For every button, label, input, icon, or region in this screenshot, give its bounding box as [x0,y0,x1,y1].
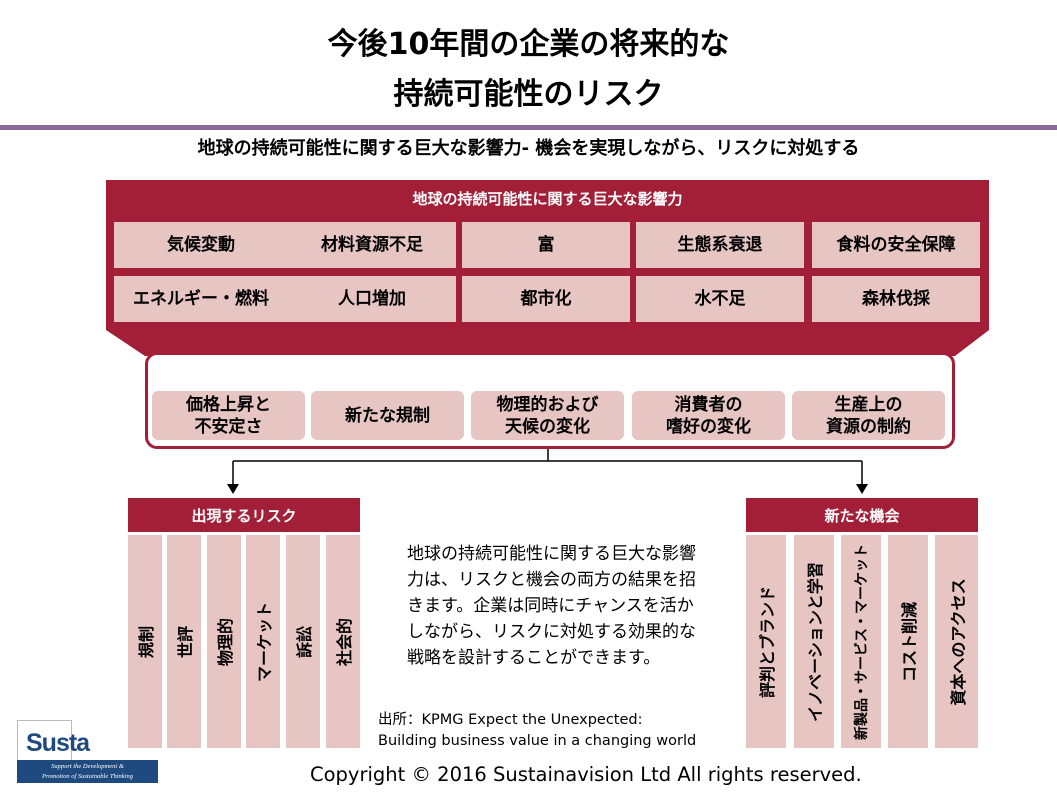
impact-cell: 物理的および 天候の変化 [471,391,624,440]
force-cell: 富 [462,222,630,268]
force-cell: 生態系衰退 [636,222,804,268]
risks-header: 出現するリスク [128,498,360,532]
risk-column: 社会的 [326,535,360,748]
force-cell: エネルギー・燃料 [114,276,288,322]
opportunity-column: イノベーションと学習 [794,535,834,748]
page-title-line2: 持続可能性のリスク [393,77,664,112]
source-line2: Building business value in a changing wo… [378,733,697,749]
risk-label: マーケット [255,601,274,682]
force-cell: 水不足 [636,276,804,322]
risk-column: 規制 [128,535,162,748]
logo: Susta Support the Development & Promotio… [17,720,158,784]
risk-label: 社会的 [335,617,354,666]
force-cell: 都市化 [462,276,630,322]
force-cell: 材料資源不足 [288,222,456,268]
copyright: Copyright © 2016 Sustainavision Ltd All … [310,763,862,786]
opportunity-column: 評判とブランド [746,535,786,748]
logo-tagline-1: Support the Development & [51,763,124,770]
force-cell: 森林伐採 [812,276,980,322]
opportunity-label: 評判とブランド [758,585,777,698]
risk-column: マーケット [246,535,280,748]
risk-label: 規制 [137,625,156,658]
opportunity-label: 新製品・サービス・マーケット [854,543,870,740]
logo-wordmark: Susta [17,720,90,761]
arrow-down-icon [856,484,868,494]
risk-label: 訴訟 [295,625,314,658]
impact-cell: 消費者の 嗜好の変化 [632,391,785,440]
risk-column: 訴訟 [286,535,320,748]
force-cell: 気候変動 [114,222,288,268]
opportunity-column: 資本へのアクセス [935,535,978,748]
body-text: 地球の持続可能性に関する巨大な影響力は、リスクと機会の両方の結果を招きます。企業… [407,544,696,668]
risk-label: 世評 [176,625,195,658]
logo-tagline-2: Promotion of Sustainable Thinking [42,773,133,780]
opportunities-header: 新たな機会 [746,498,978,532]
impact-cell: 生産上の 資源の制約 [792,391,945,440]
source-citation: 出所：KPMG Expect the Unexpected: Building … [378,710,696,752]
opportunity-column: コスト削減 [888,535,928,748]
opportunity-label: イノベーションと学習 [806,561,825,722]
forces-header: 地球の持続可能性に関する巨大な影響力 [412,189,683,208]
impact-cell: 新たな規制 [311,391,464,440]
arrow-down-icon [227,484,239,494]
risk-column: 物理的 [207,535,241,748]
opportunity-column: 新製品・サービス・マーケット [841,535,881,748]
title-divider [0,125,1057,130]
opportunity-label: コスト削減 [900,601,919,682]
force-cell: 食料の安全保障 [812,222,980,268]
page-title-line1: 今後10年間の企業の将来的な [327,27,730,62]
opportunity-label: 資本へのアクセス [948,577,968,706]
impact-cell: 価格上昇と 不安定さ [152,391,305,440]
risk-column: 世評 [167,535,201,748]
logo-tagline: Support the Development & Promotion of S… [17,760,158,783]
source-line1: 出所：KPMG Expect the Unexpected: [378,712,643,728]
force-cell: 人口増加 [288,276,456,322]
subtitle: 地球の持続可能性に関する巨大な影響力- 機会を実現しながら、リスクに対処する [197,138,860,159]
risk-label: 物理的 [216,617,235,666]
